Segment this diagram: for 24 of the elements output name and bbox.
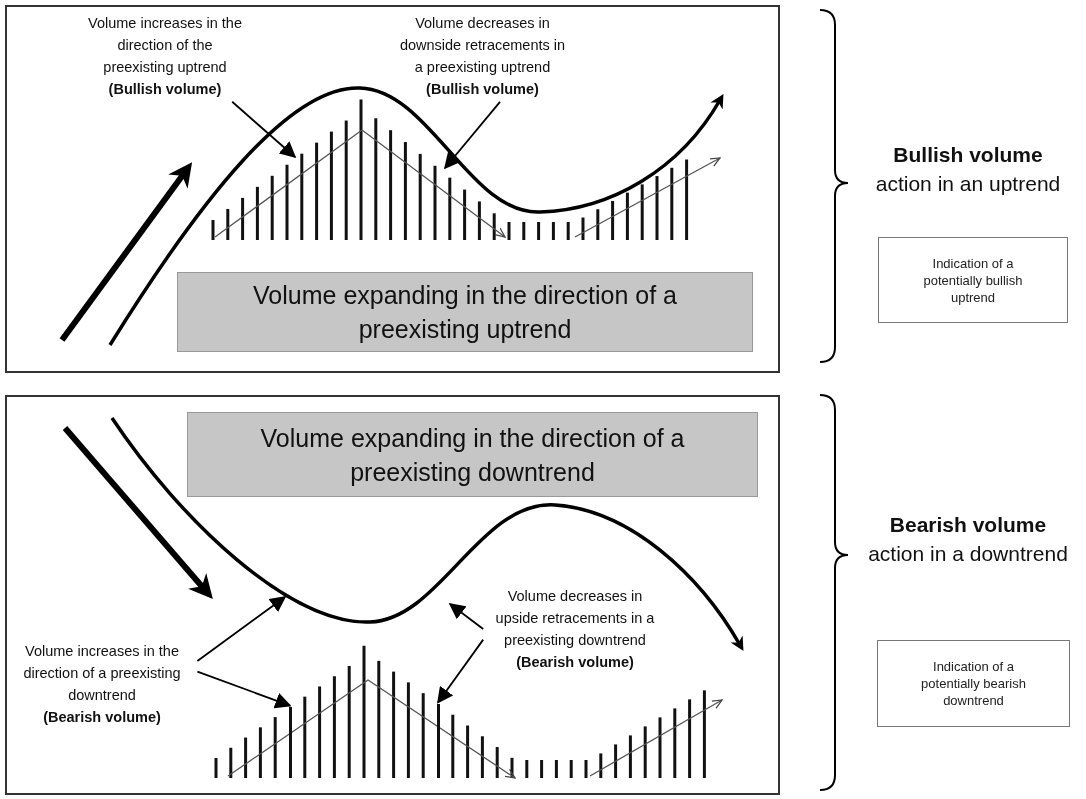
side-label: Bearish volume action in a downtrend (868, 512, 1068, 567)
annotation-text: Volume decreases in upside retracements in a preexisting downtrend (494, 587, 656, 650)
annotation-emphasis: (Bullish volume) (425, 80, 540, 99)
note-box: Indication of a potentially bullish uptrend (878, 237, 1068, 323)
annotation-text: Volume increases in the direction of a preexisting downtrend (22, 642, 182, 705)
side-label: Bullish volume action in an uptrend (874, 142, 1062, 197)
leader-arrow (196, 670, 292, 709)
leader-arrow (196, 596, 287, 662)
leader-arrow (437, 638, 485, 704)
annotation-text: Volume increases in the direction of the preexisting uptrend (87, 14, 243, 77)
title-banner: Volume expanding in the direction of a preexisting downtrend (187, 412, 758, 497)
annotation-text: Volume decreases in downside retracements in a preexisting uptrend (398, 14, 567, 77)
volume-bar (288, 707, 292, 778)
chart-panel (5, 5, 780, 373)
annotation-emphasis: (Bearish volume) (42, 708, 162, 727)
annotation-emphasis: (Bullish volume) (107, 80, 223, 99)
leader-arrow (443, 100, 501, 170)
note-box: Indication of a potentially bearish downtrend (877, 640, 1070, 727)
leader-arrow (231, 100, 297, 159)
title-banner: Volume expanding in the direction of a preexisting uptrend (177, 272, 753, 352)
leader-arrow (448, 603, 485, 630)
chart-panel (5, 395, 780, 795)
annotation-emphasis: (Bearish volume) (515, 653, 635, 672)
volume-bar (436, 704, 440, 778)
